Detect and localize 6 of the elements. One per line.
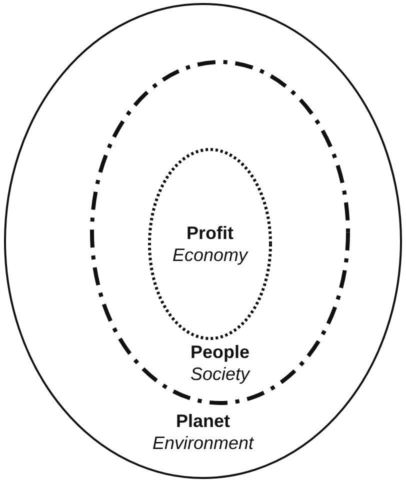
heading: People	[190, 341, 250, 363]
subheading: Environment	[152, 432, 254, 454]
heading: Profit	[186, 222, 234, 244]
heading: Planet	[176, 410, 230, 432]
subheading: Economy	[172, 244, 248, 266]
subheading: Society	[190, 363, 250, 385]
